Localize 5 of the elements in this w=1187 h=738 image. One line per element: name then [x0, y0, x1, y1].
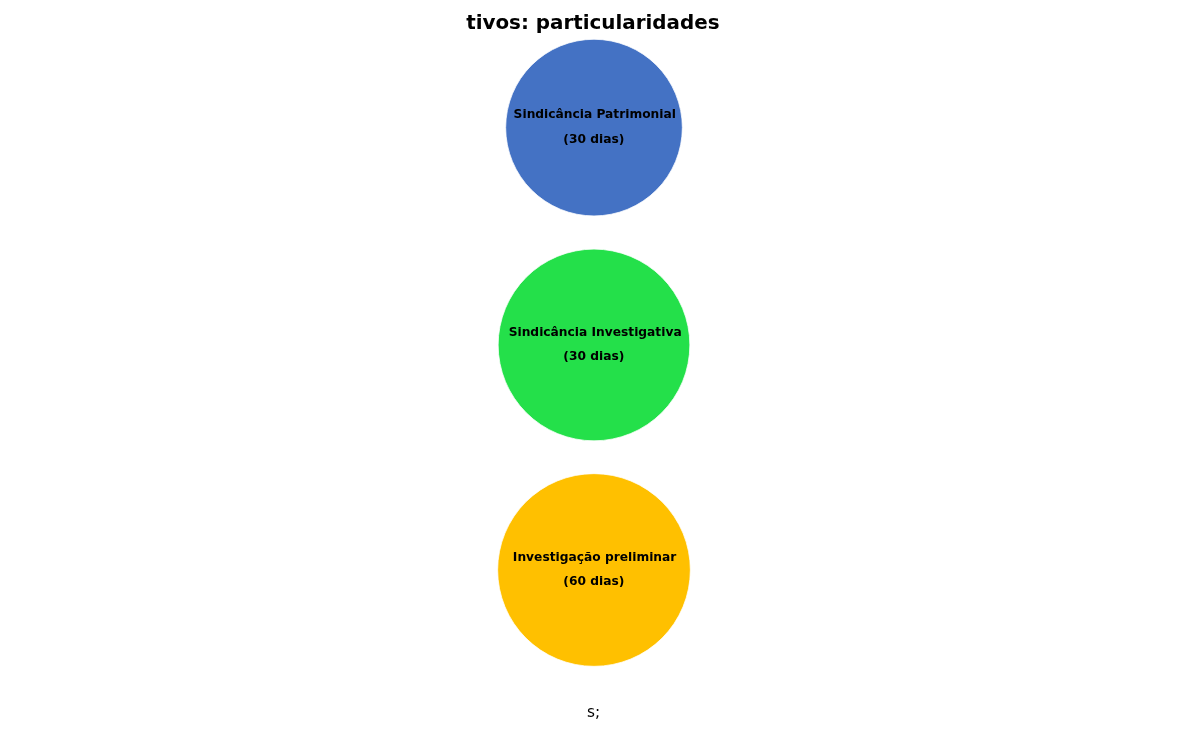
label: s; — [586, 702, 600, 721]
node-circle: Sindicância Investigativa (30 dias) — [497, 248, 690, 442]
node-circle: Sindicância Patrimonial (30 dias) — [504, 38, 683, 217]
node-circle: Investigação preliminar (60 dias) — [496, 473, 691, 667]
diagram-title: tivos: particularidades — [465, 11, 720, 35]
